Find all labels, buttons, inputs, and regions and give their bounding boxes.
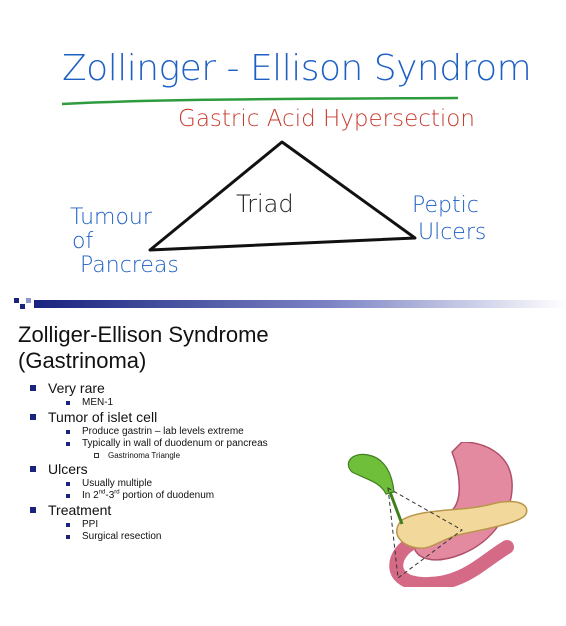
sub-bullet: Usually multiple xyxy=(30,478,550,490)
sub-sub-bullet: Gastrinoma Triangle xyxy=(30,450,550,461)
bullet-ulcers: Ulcers xyxy=(30,461,550,478)
triad-triangle xyxy=(148,140,417,252)
sub-bullet: PPI xyxy=(30,519,550,531)
bullet-tumor-islet-cell: Tumor of islet cell xyxy=(30,409,550,426)
sub-bullet: Produce gastrin – lab levels extreme xyxy=(30,426,550,438)
peptic-ulcers-label: Peptic Ulcers xyxy=(412,193,487,245)
gastric-acid-label: Gastric Acid Hypersection xyxy=(178,106,475,132)
title-underline xyxy=(61,96,459,106)
handwritten-title: Zollinger - Ellison Syndrom xyxy=(62,48,532,89)
tumour-of-pancreas-label: Tumour of Pancreas xyxy=(70,205,179,278)
slide: Zolliger-Ellison Syndrome (Gastrinoma) V… xyxy=(14,292,566,592)
sub-bullet-duodenum-portion: In 2nd-3rd portion of duodenum xyxy=(30,490,550,502)
triad-label: Triad xyxy=(236,190,294,218)
slide-header-bar xyxy=(14,298,566,309)
bullet-very-rare: Very rare xyxy=(30,380,550,397)
stomach-pancreas-illustration-icon xyxy=(347,442,528,587)
sub-bullet: MEN-1 xyxy=(30,397,550,409)
sub-bullet: Typically in wall of duodenum or pancrea… xyxy=(30,438,550,450)
slide-title: Zolliger-Ellison Syndrome (Gastrinoma) xyxy=(18,322,269,373)
bullet-list: Very rare MEN-1 Tumor of islet cell Prod… xyxy=(30,380,550,543)
bullet-treatment: Treatment xyxy=(30,502,550,519)
sub-bullet: Surgical resection xyxy=(30,531,550,543)
